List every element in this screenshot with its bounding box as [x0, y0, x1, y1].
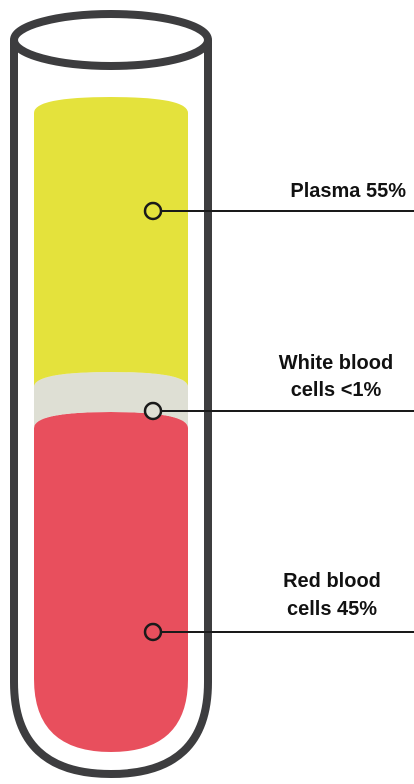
white-blood-cells-label-line-2: cells <1% — [291, 379, 382, 401]
red-blood-cells-marker — [145, 624, 161, 640]
plasma-marker — [145, 203, 161, 219]
plasma-layer — [34, 97, 188, 387]
plasma-label: Plasma 55% — [290, 180, 406, 202]
red-blood-cells-label-line-2: cells 45% — [287, 598, 377, 620]
white-blood-cells-marker — [145, 403, 161, 419]
white-blood-cells-label-line-1: White blood — [279, 352, 393, 374]
red-blood-cells-label-line-1: Red blood — [283, 570, 381, 592]
red-blood-cells-layer — [34, 412, 188, 752]
test-tube-rim — [14, 14, 208, 66]
